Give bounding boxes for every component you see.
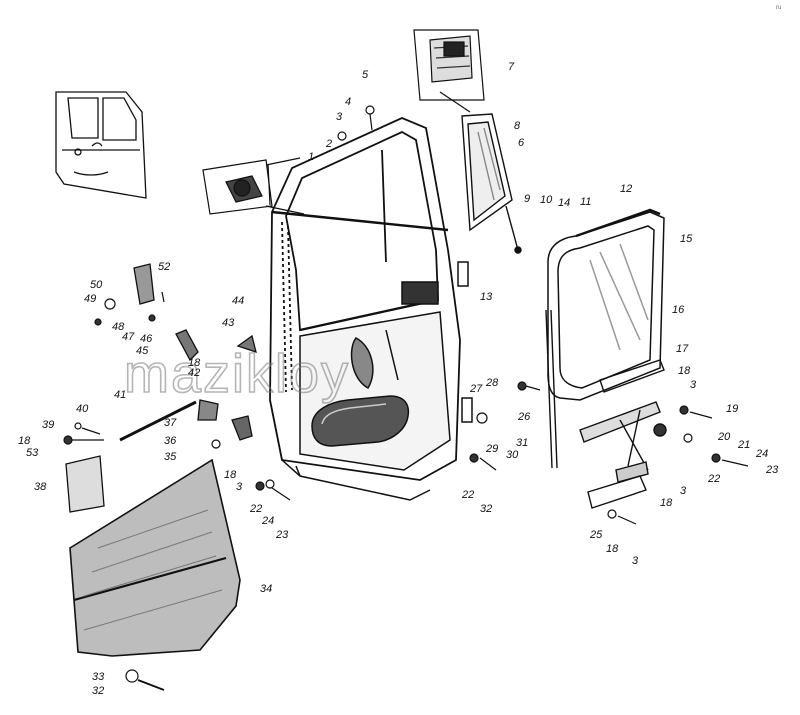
callout-23: 23 [275,529,289,541]
callout-3: 3 [632,555,639,567]
regulator [579,359,667,509]
cab-inset [55,91,147,199]
callout-35: 35 [164,451,177,463]
callout-33: 33 [92,671,105,683]
callout-8: 8 [514,120,521,132]
callout-18: 18 [678,365,691,377]
callout-19: 19 [726,403,738,415]
callout-22: 22 [707,473,720,485]
vent-detail-inset [202,157,305,215]
door-trim-panel [69,458,241,657]
callout-18: 18 [18,435,31,447]
callout-44: 44 [232,295,244,307]
callout-11: 11 [580,196,591,208]
callout-32: 32 [92,685,104,697]
callout-2: 2 [325,138,332,150]
fasteners [63,105,749,691]
callout-46: 46 [140,333,153,345]
callout-5: 5 [362,69,369,81]
vent-window [461,113,522,254]
callout-48: 48 [112,321,125,333]
hinge-group [65,263,257,513]
callout-3: 3 [690,379,697,391]
callout-22: 22 [249,503,262,515]
callout-3: 3 [680,485,687,497]
callout-40: 40 [76,403,89,415]
callout-24: 24 [755,448,768,460]
callout-18: 18 [606,543,619,555]
lower-door-panel [269,261,473,501]
callout-34: 34 [260,583,272,595]
callout-3: 3 [336,111,343,123]
callout-23: 23 [765,464,779,476]
callout-9: 9 [524,193,530,205]
callout-15: 15 [680,233,693,245]
callout-1: 1 [308,151,314,163]
watermark: mazikloy [124,344,350,404]
callout-10: 10 [540,194,553,206]
callout-38: 38 [34,481,47,493]
callout-29: 29 [485,443,498,455]
callout-43: 43 [222,317,235,329]
callout-32: 32 [480,503,492,515]
callout-41: 41 [114,389,126,401]
callout-18: 18 [188,357,201,369]
callout-53: 53 [26,447,39,459]
glass-vent-inset [413,29,485,113]
callout-30: 30 [506,449,519,461]
callout-7: 7 [508,61,515,73]
callout-42: 42 [188,367,200,379]
callout-28: 28 [485,377,499,389]
callout-39: 39 [42,419,54,431]
corner-mark: ru [776,5,781,11]
callout-16: 16 [672,304,685,316]
callout-25: 25 [589,529,603,541]
window-glass [547,208,665,401]
callout-24: 24 [261,515,274,527]
callout-18: 18 [660,497,673,509]
callout-52: 52 [158,261,170,273]
callout-50: 50 [90,279,103,291]
callout-17: 17 [676,343,689,355]
callout-37: 37 [164,417,177,429]
callout-31: 31 [516,437,528,449]
callout-20: 20 [717,431,731,443]
callout-49: 49 [84,293,96,305]
callout-3: 3 [236,481,243,493]
callout-13: 13 [480,291,493,303]
callout-26: 26 [517,411,531,423]
callout-36: 36 [164,435,177,447]
callout-18: 18 [224,469,237,481]
callout-47: 47 [122,331,135,343]
seal-strip [545,309,558,469]
callout-12: 12 [620,183,632,195]
callout-4: 4 [345,96,351,108]
callout-14: 14 [558,197,570,209]
callout-22: 22 [461,489,474,501]
callout-6: 6 [518,137,525,149]
callout-27: 27 [469,383,483,395]
callout-21: 21 [737,439,750,451]
callout-45: 45 [136,345,149,357]
